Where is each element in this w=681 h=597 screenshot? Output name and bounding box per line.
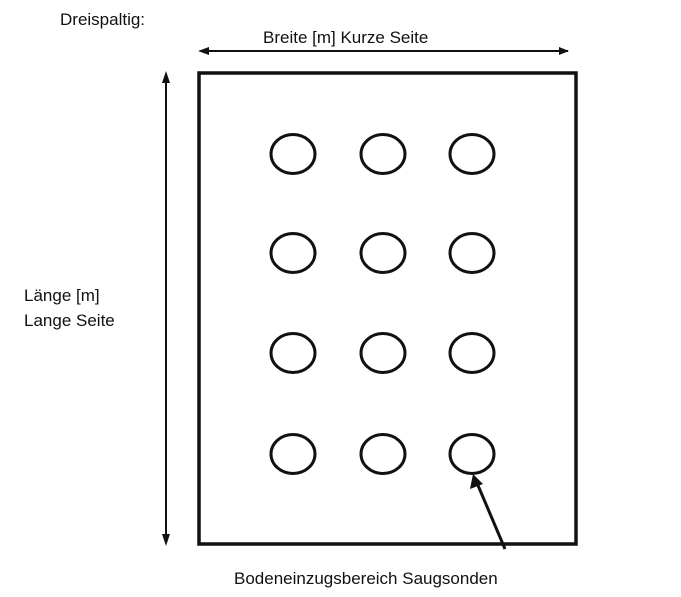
probe-circle	[359, 232, 407, 274]
length-arrow-bottom-head	[162, 534, 170, 546]
probe-label: Bodeneinzugsbereich Saugsonden	[234, 569, 498, 588]
probe-circle	[448, 133, 496, 175]
diagram-title: Dreispaltig:	[60, 10, 146, 29]
probe-circle	[269, 332, 317, 374]
probe-circle	[359, 433, 407, 475]
probe-circle	[448, 332, 496, 374]
probe-pointer-arrow	[475, 482, 507, 550]
probe-circle	[448, 232, 496, 274]
probe-circle	[269, 232, 317, 274]
probe-circle	[359, 133, 407, 175]
width-arrow-left-head	[198, 47, 209, 55]
length-arrow-top-head	[162, 71, 170, 83]
probe-circle	[269, 133, 317, 175]
probe-circle	[359, 332, 407, 374]
length-label-line1: Länge [m]	[24, 286, 100, 305]
length-label-line2: Lange Seite	[24, 311, 115, 330]
probe-circle	[448, 433, 496, 475]
field-rectangle	[197, 71, 578, 546]
probe-circle	[269, 433, 317, 475]
width-label: Breite [m] Kurze Seite	[263, 28, 429, 47]
probe-grid	[269, 133, 496, 475]
probe-pointer-arrowhead	[470, 474, 483, 489]
